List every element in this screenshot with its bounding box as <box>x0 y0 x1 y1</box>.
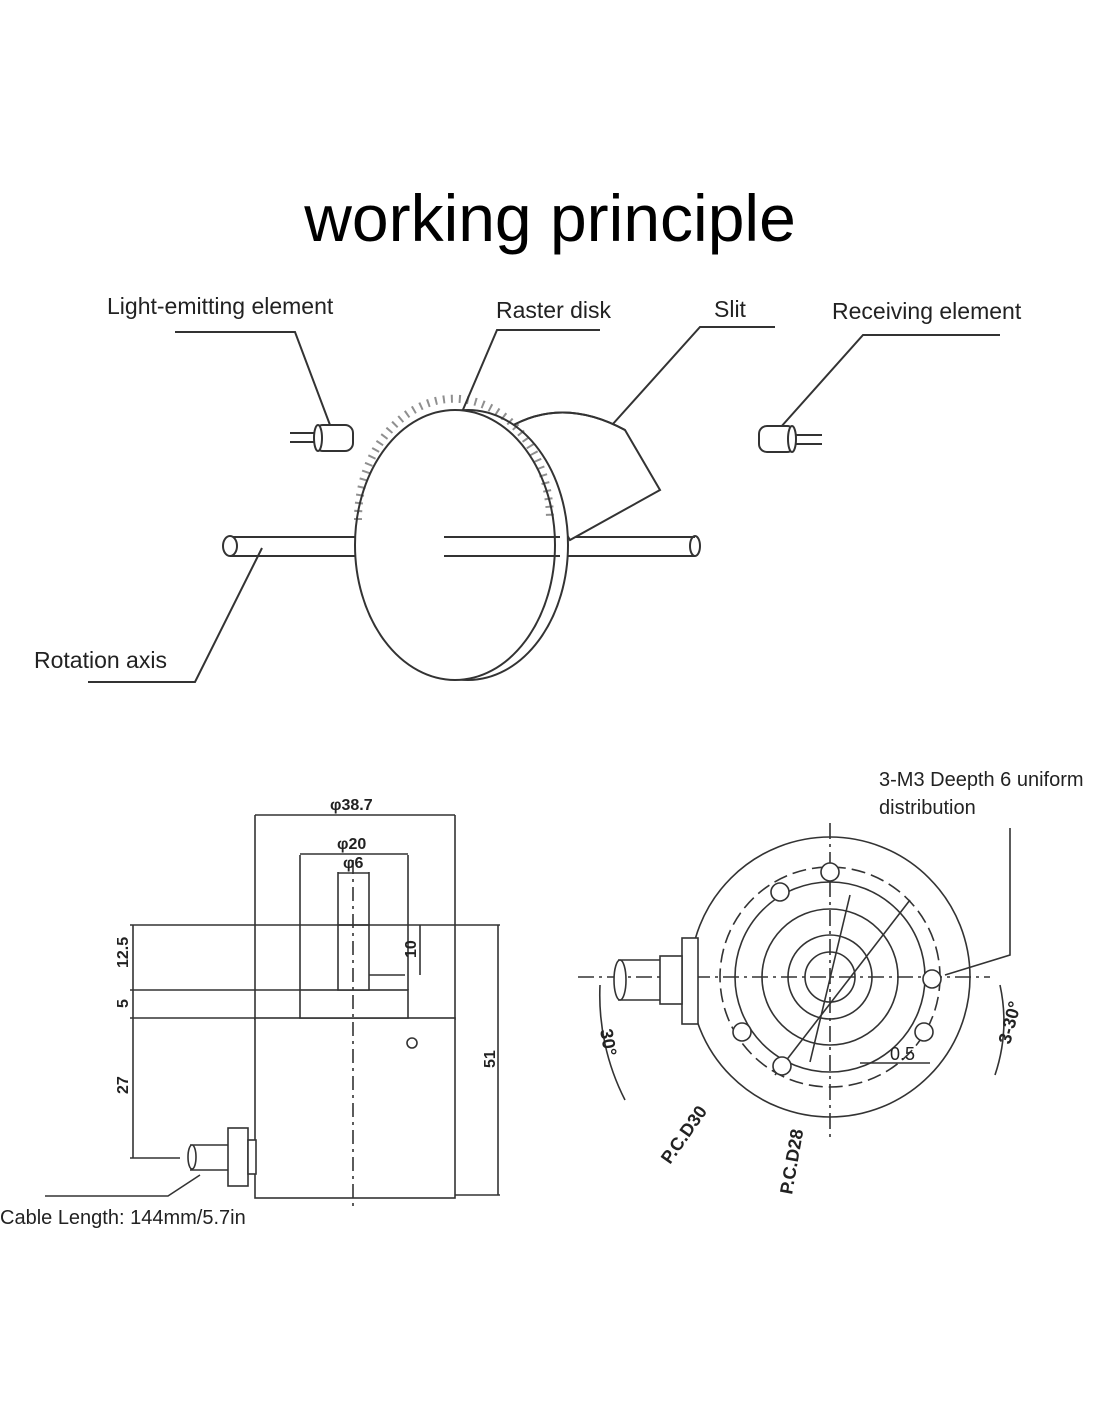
dim-flat-length: 10 <box>403 940 420 958</box>
label-slit: Slit <box>714 296 746 322</box>
dim-angle-left: 30° <box>596 1027 620 1057</box>
label-receiving-element: Receiving element <box>832 298 1022 324</box>
raster-disk <box>354 394 569 681</box>
dim-flange-height: 5 <box>115 999 132 1008</box>
holes-note-line2: distribution <box>879 797 976 819</box>
leader-rotation-axis <box>88 547 263 683</box>
dim-shaft-diameter: φ6 <box>343 855 363 872</box>
dim-body-to-cable: 27 <box>115 1076 132 1094</box>
leader-raster-disk <box>461 329 600 413</box>
dim-hole-dia: 0.5 <box>890 1044 915 1064</box>
label-light-emitting-element: Light-emitting element <box>107 293 334 319</box>
holes-note: 3-M3 Deepth 6 uniform distribution <box>879 766 1099 822</box>
dim-shaft-length: 12.5 <box>115 937 132 968</box>
leader-receiving <box>779 334 1000 429</box>
dim-outer-diameter: φ38.7 <box>330 797 373 814</box>
holes-note-line1: 3-M3 Deepth 6 uniform <box>879 769 1084 791</box>
dim-angle-right: 3-30° <box>995 999 1026 1046</box>
label-cable-length: Cable Length: 144mm/5.7in <box>0 1207 246 1229</box>
dim-total-height: 51 <box>482 1050 499 1068</box>
slit-plate <box>503 411 662 542</box>
label-raster-disk: Raster disk <box>496 297 612 323</box>
dim-pcd-outer: P.C.D30 <box>657 1102 711 1167</box>
leader-slit <box>611 326 775 426</box>
leader-light-emitting <box>175 331 331 426</box>
receiving-element <box>758 425 822 453</box>
dim-pcd-inner: P.C.D28 <box>776 1128 807 1196</box>
dim-flange-diameter: φ20 <box>337 836 366 853</box>
light-emitting-element <box>290 424 354 452</box>
page-title: working principle <box>304 181 796 255</box>
label-rotation-axis: Rotation axis <box>34 647 167 673</box>
